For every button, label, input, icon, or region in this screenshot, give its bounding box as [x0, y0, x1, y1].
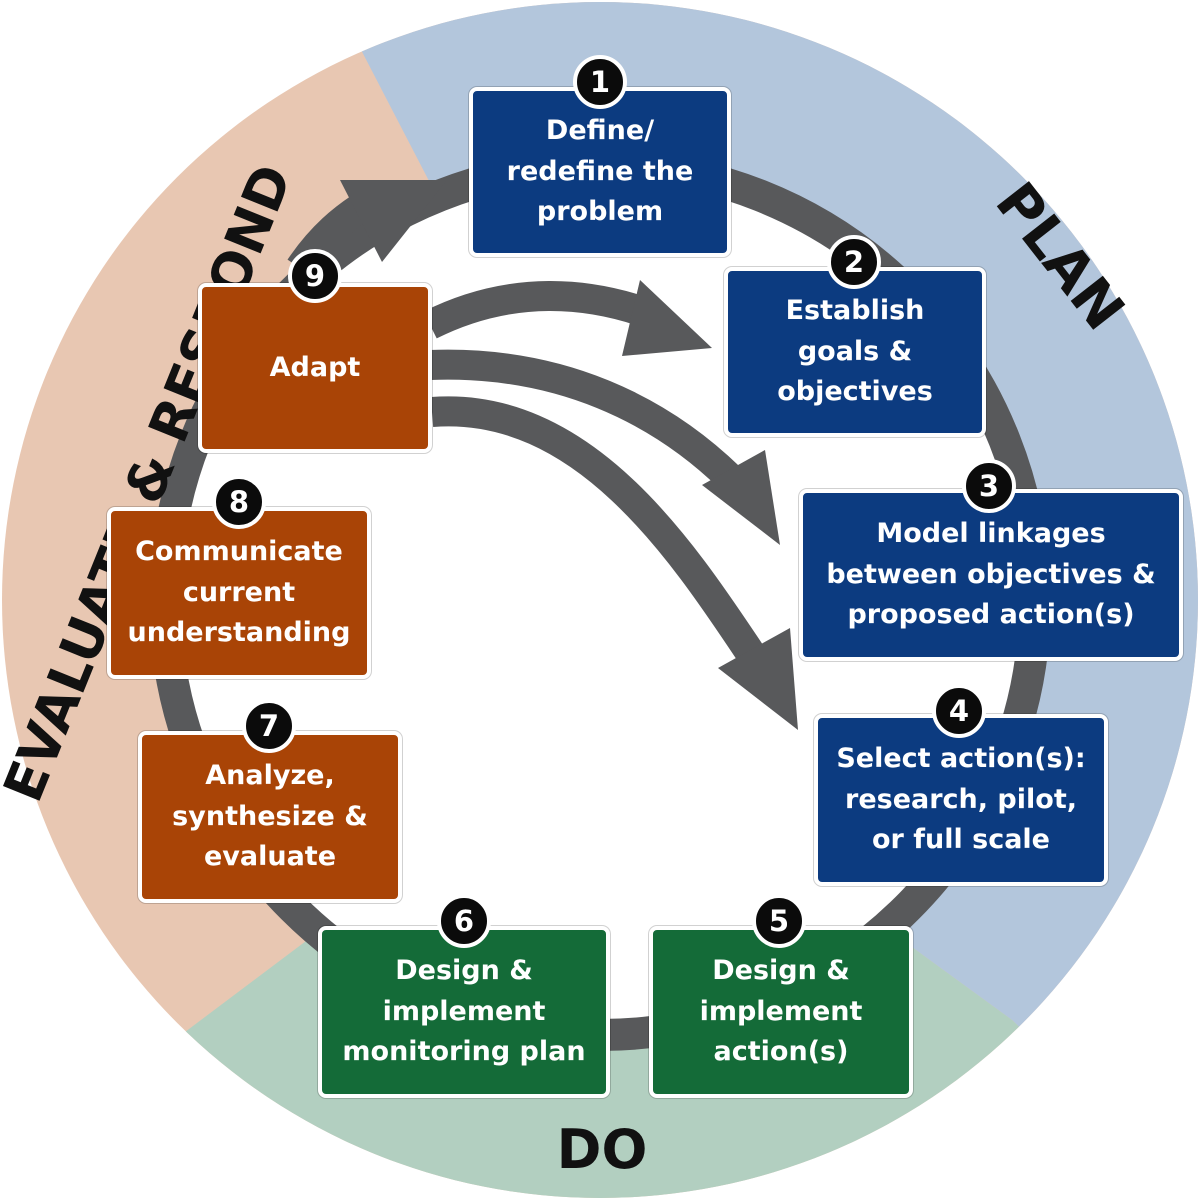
step-4-text: Select action(s): research, pilot, or fu… — [836, 743, 1086, 856]
step-8-text: Communicate current understanding — [127, 536, 351, 649]
flow-arrows — [287, 180, 798, 730]
arrowhead-step-2 — [622, 280, 712, 356]
phase-label-do: DO — [557, 1118, 648, 1181]
step-6-number-badge: 6 — [437, 894, 491, 948]
step-2-text: Establish goals & objectives — [777, 295, 933, 408]
step-4-number-badge: 4 — [932, 684, 986, 738]
arrow-adapt-to-step-3 — [429, 349, 741, 489]
arrowhead-step-1 — [340, 180, 447, 262]
step-1-box: Define/ redefine the problem — [469, 87, 731, 257]
arrow-adapt-to-step-4 — [430, 396, 768, 669]
step-5-box: Design & implement action(s) — [649, 926, 913, 1098]
arrowhead-step-3 — [702, 450, 780, 545]
step-4-box: Select action(s): research, pilot, or fu… — [814, 714, 1108, 886]
step-8-box: Communicate current understanding — [107, 507, 371, 679]
step-6-box: Design & implement monitoring plan — [318, 926, 610, 1098]
step-9-text: Adapt — [269, 351, 361, 383]
step-5-number-badge: 5 — [752, 894, 806, 948]
step-3-text: Model linkages between objectives & prop… — [826, 518, 1156, 631]
step-3-box: Model linkages between objectives & prop… — [799, 489, 1183, 661]
step-6-text: Design & implement monitoring plan — [342, 955, 586, 1068]
step-7-number-badge: 7 — [242, 699, 296, 753]
step-5-text: Design & implement action(s) — [699, 955, 863, 1068]
arrowhead-step-4 — [718, 628, 798, 730]
step-1-number-badge: 1 — [573, 55, 627, 109]
step-8-number-badge: 8 — [212, 475, 266, 529]
step-9-box: Adapt — [198, 283, 432, 453]
step-1-text: Define/ redefine the problem — [506, 115, 694, 228]
step-9-number-badge: 9 — [288, 249, 342, 303]
step-3-number-badge: 3 — [962, 459, 1016, 513]
step-2-number-badge: 2 — [827, 235, 881, 289]
step-2-box: Establish goals & objectives — [724, 267, 986, 437]
step-7-box: Analyze, synthesize & evaluate — [138, 731, 402, 903]
step-7-text: Analyze, synthesize & evaluate — [172, 760, 368, 873]
